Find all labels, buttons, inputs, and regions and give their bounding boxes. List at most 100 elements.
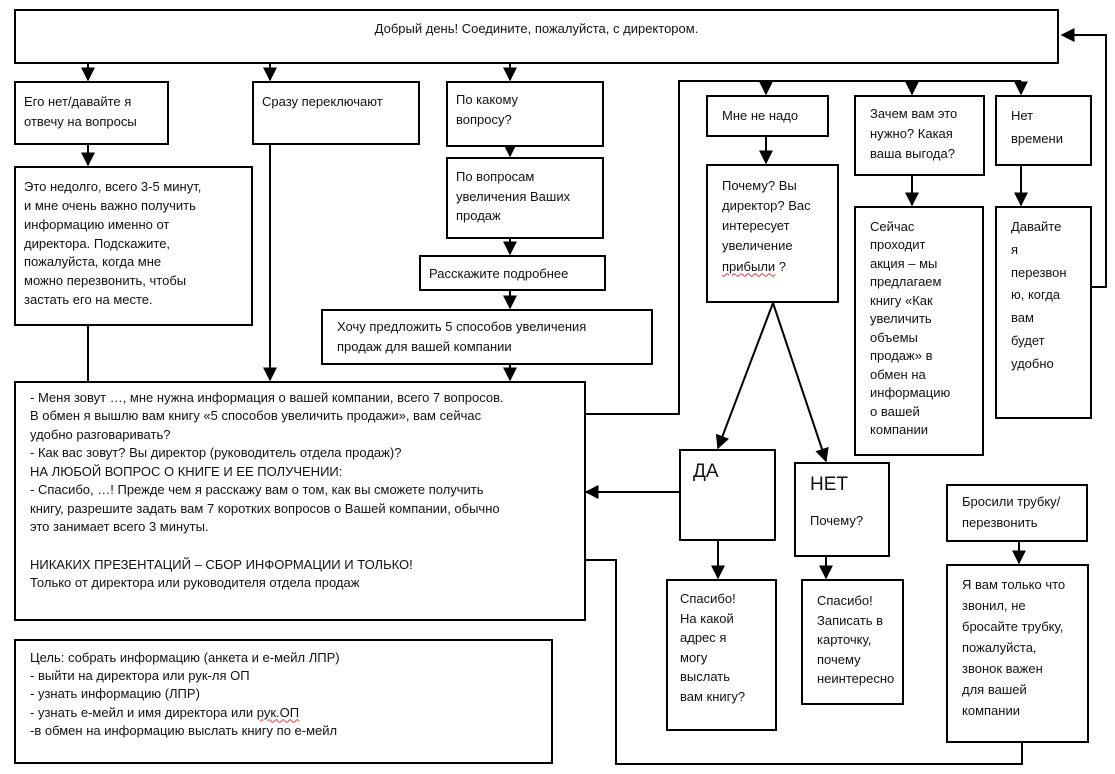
main-script-line-10: НИКАКИХ ПРЕЗЕНТАЦИЙ – СБОР ИНФОРМАЦИИ И … bbox=[30, 556, 413, 572]
sales-increase-line-2: увеличения Ваших bbox=[456, 188, 571, 204]
promo-line-4: предлагаем bbox=[870, 274, 942, 290]
main-script-line-3: удобно разговаривать? bbox=[30, 426, 171, 442]
hangup-box: Бросили трубку/ перезвонить bbox=[946, 484, 1088, 542]
promo-line-12: компании bbox=[870, 421, 928, 437]
no-time-box: Нет времени bbox=[995, 95, 1092, 166]
hangup-line-1: Бросили трубку/ bbox=[962, 494, 1061, 509]
goal-line-4-abbr: рук.ОП bbox=[256, 704, 300, 720]
yes-reply-line-5: выслать bbox=[680, 669, 731, 684]
call-back-line-4: ю, когда bbox=[1011, 287, 1061, 303]
tell-more-text: Расскажите подробнее bbox=[429, 266, 569, 281]
call-back-line-1: Давайте bbox=[1011, 219, 1062, 234]
hangup-reply-line-7: компании bbox=[962, 703, 1020, 719]
promo-line-8: продаж» в bbox=[870, 348, 933, 364]
why-line-1: Почему? Вы bbox=[722, 178, 797, 193]
which-question-box: По какому вопросу? bbox=[446, 81, 604, 147]
main-script-line-7: книгу, разрешите задать вам 7 коротких в… bbox=[30, 500, 500, 516]
main-script-box: - Меня зовут …, мне нужна информация о в… bbox=[14, 381, 586, 621]
promo-line-9: обмен на bbox=[870, 366, 926, 382]
promo-line-1: Сейчас bbox=[870, 219, 915, 234]
callback-line-3: информацию именно от bbox=[24, 216, 170, 232]
promo-line-5: книгу «Как bbox=[870, 292, 933, 308]
no-reply-line-2: Записать в bbox=[817, 612, 884, 628]
call-back-line-5: вам bbox=[1011, 310, 1034, 325]
no-label: НЕТ bbox=[810, 474, 848, 495]
hangup-reply-line-6: для вашей bbox=[962, 682, 1027, 698]
callback-line-2: и мне очень важно получить bbox=[24, 197, 196, 213]
yes-reply-line-1: Спасибо! bbox=[680, 591, 736, 606]
promo-line-6: увеличить bbox=[870, 311, 932, 327]
yes-reply-line-2: На какой bbox=[680, 610, 734, 626]
which-question-line-2: вопросу? bbox=[456, 111, 512, 127]
goal-line-4-text: - узнать е-мейл и имя директора или bbox=[30, 704, 257, 720]
main-script-line-6: - Спасибо, …! Прежде чем я расскажу вам … bbox=[30, 482, 484, 498]
no-reply-line-5: неинтересно bbox=[817, 671, 895, 686]
main-script-line-2: В обмен я вышлю вам книгу «5 способов ув… bbox=[30, 408, 482, 424]
yes-label: ДА bbox=[693, 461, 719, 482]
hangup-reply-line-5: звонок важен bbox=[962, 661, 1043, 677]
yes-reply-box: Спасибо! На какой адрес я могу выслать в… bbox=[666, 579, 777, 731]
no-reply-box: Спасибо! Записать в карточку, почему неи… bbox=[801, 579, 904, 705]
main-script-line-1: - Меня зовут …, мне нужна информация о в… bbox=[30, 390, 504, 405]
goal-line-1: Цель: собрать информацию (анкета и е-мей… bbox=[30, 650, 340, 665]
promo-line-7: объемы bbox=[870, 329, 918, 345]
why-line-5-mark: ? bbox=[775, 258, 787, 274]
call-back-line-6: будет bbox=[1011, 332, 1045, 348]
why-line-3: интересует bbox=[722, 218, 790, 234]
sales-increase-line-1: По вопросам bbox=[456, 169, 535, 184]
callback-line-4: директора. Подскажите, bbox=[24, 235, 171, 251]
yes-box: ДА bbox=[679, 449, 776, 541]
promo-line-3: акция – мы bbox=[870, 255, 938, 271]
goal-box: Цель: собрать информацию (анкета и е-мей… bbox=[14, 639, 553, 764]
yes-reply-line-3: адрес я bbox=[680, 630, 727, 645]
callback-line-5: пожалуйста, когда мне bbox=[24, 254, 162, 270]
callback-request-box: Это недолго, всего 3-5 минут, и мне очен… bbox=[14, 166, 253, 326]
tell-more-box: Расскажите подробнее bbox=[419, 255, 606, 291]
hangup-reply-line-1: Я вам только что bbox=[962, 577, 1066, 592]
why-benefit-line-1: Зачем вам это bbox=[870, 106, 958, 121]
why-line-5-word: прибыли bbox=[722, 258, 776, 274]
no-box: НЕТ Почему? bbox=[794, 462, 890, 557]
main-script-line-9 bbox=[30, 537, 584, 556]
goal-line-5: -в обмен на информацию выслать книгу по … bbox=[30, 722, 338, 738]
main-script-line-5: НА ЛЮБОЙ ВОПРОС О КНИГЕ И ЕЕ ПОЛУЧЕНИИ: bbox=[30, 463, 343, 479]
transferred-box: Сразу переключают bbox=[252, 81, 420, 145]
promo-line-11: о вашей bbox=[870, 403, 920, 419]
promo-line-10: информацию bbox=[870, 385, 951, 401]
call-back-line-7: удобно bbox=[1011, 355, 1054, 371]
goal-line-4: - узнать е-мейл и имя директора или рук.… bbox=[30, 704, 551, 722]
which-question-line-1: По какому bbox=[456, 92, 519, 107]
sales-increase-box: По вопросам увеличения Ваших продаж bbox=[446, 157, 604, 239]
offer-box: Хочу предложить 5 способов увеличения пр… bbox=[321, 309, 653, 365]
callback-line-7: застать его на месте. bbox=[24, 292, 153, 308]
why-benefit-box: Зачем вам это нужно? Какая ваша выгода? bbox=[854, 95, 985, 176]
main-script-line-11: Только от директора или руководителя отд… bbox=[30, 575, 360, 591]
director-absent-box: Его нет/давайте я отвечу на вопросы bbox=[14, 81, 169, 145]
yes-reply-line-6: вам книгу? bbox=[680, 688, 746, 704]
greeting-text: Добрый день! Соедините, пожалуйста, с ди… bbox=[374, 21, 699, 36]
call-back-line-2: я bbox=[1011, 241, 1019, 257]
why-benefit-line-2: нужно? Какая bbox=[870, 126, 953, 142]
no-reply-line-4: почему bbox=[817, 651, 861, 667]
not-needed-box: Мне не надо bbox=[706, 95, 829, 137]
call-back-line-3: перезвон bbox=[1011, 264, 1067, 280]
greeting-box: Добрый день! Соедините, пожалуйста, с ди… bbox=[14, 9, 1059, 64]
no-question: Почему? bbox=[810, 512, 864, 528]
hangup-reply-box: Я вам только что звонил, не бросайте тру… bbox=[946, 564, 1089, 743]
goal-line-3: - узнать информацию (ЛПР) bbox=[30, 686, 200, 702]
main-script-line-8: это занимает всего 3 минуты. bbox=[30, 519, 209, 535]
why-line-4: увеличение bbox=[722, 238, 793, 254]
hangup-line-2: перезвонить bbox=[962, 514, 1038, 530]
promo-line-2: проходит bbox=[870, 237, 926, 253]
offer-line-1: Хочу предложить 5 способов увеличения bbox=[337, 319, 587, 334]
not-needed-text: Мне не надо bbox=[722, 108, 799, 123]
main-script-line-4: - Как вас зовут? Вы директор (руководите… bbox=[30, 445, 402, 461]
why-line-5: прибыли ? bbox=[722, 257, 837, 277]
director-absent-line-2: отвечу на вопросы bbox=[24, 113, 137, 129]
no-reply-line-3: карточку, bbox=[817, 632, 872, 647]
why-benefit-line-3: ваша выгода? bbox=[870, 146, 955, 162]
yes-reply-line-4: могу bbox=[680, 649, 708, 665]
callback-line-6: можно перезвонить, чтобы bbox=[24, 273, 187, 289]
goal-line-2: - выйти на директора или рук-ля ОП bbox=[30, 668, 250, 684]
